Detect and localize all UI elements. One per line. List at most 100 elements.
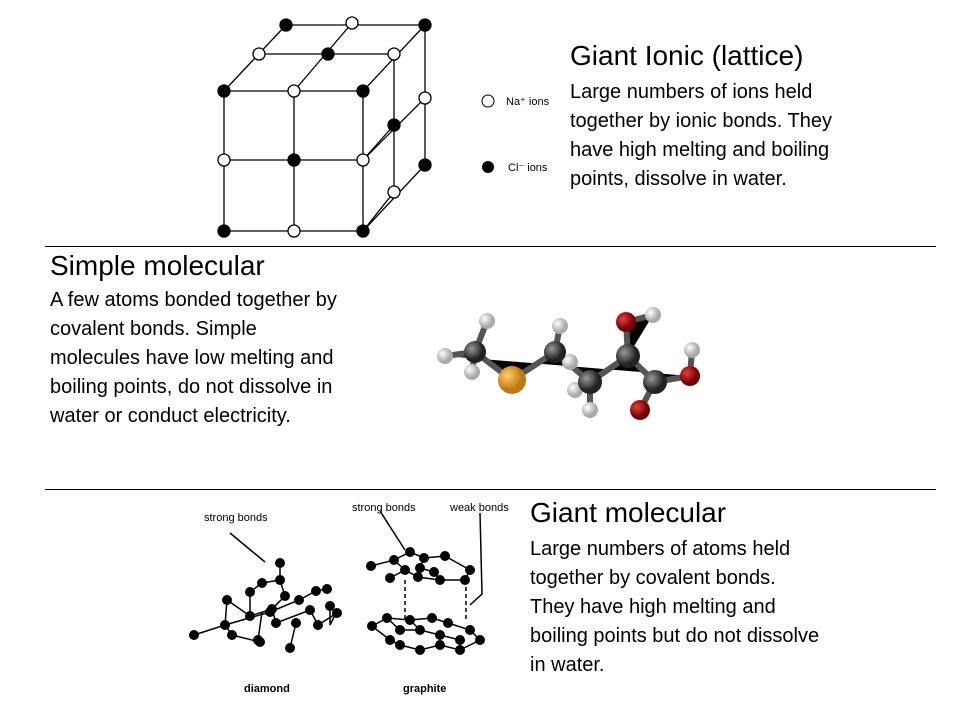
carbon-atom <box>313 620 323 630</box>
na-ion <box>287 84 301 98</box>
carbon-atom <box>435 575 445 585</box>
hydrogen-atom <box>645 307 661 323</box>
carbon-atom <box>643 370 667 394</box>
carbon-atom <box>366 561 376 571</box>
text-line: points, dissolve in water. <box>570 168 787 190</box>
carbon-atom <box>291 618 301 628</box>
carbon-atom <box>616 344 640 368</box>
carbon-atom <box>455 645 465 655</box>
oxygen-atom <box>680 366 700 386</box>
text-line: have high melting and boiling <box>570 139 830 161</box>
diamond-strong-bonds-label: strong bonds <box>204 512 268 524</box>
na-ion <box>418 91 432 105</box>
carbon-atom <box>275 575 285 585</box>
carbon-atom <box>460 575 470 585</box>
carbon-atom <box>311 586 321 596</box>
carbon-atom <box>440 551 450 561</box>
na-ion <box>356 153 370 167</box>
graphite-strong-bonds-label: strong bonds <box>352 502 416 514</box>
carbon-atom <box>245 587 255 597</box>
diamond-label: diamond <box>244 683 290 695</box>
cl-ion <box>387 118 401 132</box>
carbon-atom <box>413 572 423 582</box>
carbon-atom <box>443 618 453 628</box>
cl-ion <box>356 84 370 98</box>
na-ion <box>217 153 231 167</box>
carbon-atom <box>435 630 445 640</box>
ionic-body: Large numbers of ions held together by i… <box>570 78 832 194</box>
carbon-atom <box>455 635 465 645</box>
simple-body: A few atoms bonded together by covalent … <box>50 286 337 431</box>
carbon-atom <box>419 553 429 563</box>
carbon-atom <box>275 558 285 568</box>
carbon-atom <box>475 635 485 645</box>
carbon-atom <box>400 565 410 575</box>
carbon-atom <box>415 563 425 573</box>
carbon-atom <box>405 615 415 625</box>
carbon-atom <box>464 341 486 363</box>
na-ion <box>387 47 401 61</box>
carbon-atom <box>389 555 399 565</box>
carbon-atom <box>332 608 342 618</box>
cl-ion <box>279 18 293 32</box>
carbon-atom <box>465 625 475 635</box>
oxygen-atom <box>630 400 650 420</box>
hydrogen-atom <box>464 364 480 380</box>
carbon-atom <box>435 640 445 650</box>
na-ion <box>345 16 359 30</box>
text-line: water or conduct electricity. <box>50 405 291 427</box>
giant-title: Giant molecular <box>530 497 727 528</box>
text-line: molecules have low melting and <box>50 347 334 369</box>
carbon-atom <box>415 645 425 655</box>
text-line: together by ionic bonds. They <box>570 110 833 132</box>
carbon-atom <box>465 565 475 575</box>
carbon-atom <box>395 625 405 635</box>
carbon-atom <box>322 584 332 594</box>
giant-body: Large numbers of atoms held together by … <box>530 535 819 680</box>
hydrogen-atom <box>552 318 568 334</box>
text-line: in water. <box>530 654 605 676</box>
carbon-atom <box>427 613 437 623</box>
divider <box>45 489 936 490</box>
carbon-atom <box>429 567 439 577</box>
text-line: covalent bonds. Simple <box>50 318 257 340</box>
cl-ion <box>287 153 301 167</box>
carbon-atom <box>385 573 395 583</box>
carbon-atom <box>385 635 395 645</box>
carbon-atom <box>382 613 392 623</box>
carbon-atom <box>405 547 415 557</box>
carbon-atom <box>257 578 267 588</box>
carbon-atom <box>271 618 281 628</box>
divider <box>45 246 936 247</box>
carbon-atom <box>189 630 199 640</box>
cl-ion <box>418 158 432 172</box>
ionic-title: Giant Ionic (lattice) <box>570 40 804 71</box>
oxygen-atom <box>616 312 636 332</box>
text-line: Large numbers of ions held <box>570 81 813 103</box>
carbon-atom <box>325 601 335 611</box>
graphite-weak-bonds <box>404 580 467 622</box>
label-leader-lines <box>229 510 483 606</box>
text-line: A few atoms bonded together by <box>50 289 337 311</box>
sulfur-atom <box>498 366 526 394</box>
hydrogen-atom <box>582 402 598 418</box>
graphite-weak-bonds-label: weak bonds <box>449 502 509 514</box>
carbon-atom <box>367 621 377 631</box>
na-ion <box>287 224 301 238</box>
carbon-atom <box>415 625 425 635</box>
text-line: boiling points, do not dissolve in <box>50 376 333 398</box>
text-line: They have high melting and <box>530 596 776 618</box>
carbon-atom <box>267 604 277 614</box>
text-line: together by covalent bonds. <box>530 567 776 589</box>
cl-legend-icon <box>482 161 494 173</box>
carbon-atom <box>220 620 230 630</box>
carbon-atom <box>227 630 237 640</box>
hydrogen-atom <box>562 354 578 370</box>
cl-legend-label: Cl⁻ ions <box>508 162 548 174</box>
hydrogen-atom <box>684 342 700 358</box>
carbon-atom <box>253 635 263 645</box>
